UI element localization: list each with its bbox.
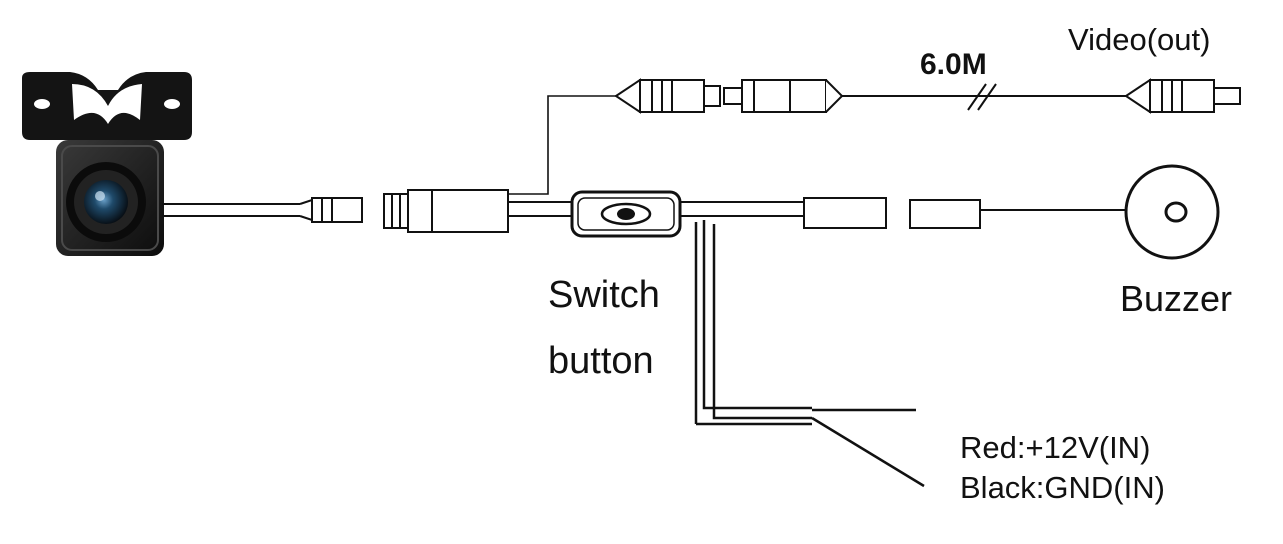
cable-length-label: 6.0M bbox=[920, 48, 987, 81]
power-label: Red:+12V(IN) Black:GND(IN) bbox=[960, 428, 1165, 508]
buzzer-connectors bbox=[803, 197, 1130, 229]
power-black-label: Black:GND(IN) bbox=[960, 470, 1165, 505]
switch-label-line2: button bbox=[548, 340, 654, 382]
switch-button-label: Switch button bbox=[548, 262, 660, 394]
power-wires bbox=[694, 220, 925, 488]
switch-label-line1: Switch bbox=[548, 274, 660, 316]
rca-connector-icon bbox=[614, 78, 1241, 114]
buzzer-icon bbox=[1124, 164, 1220, 260]
video-out-label: Video(out) bbox=[1068, 22, 1211, 57]
mounting-bracket-icon bbox=[22, 72, 192, 150]
switch-button-icon bbox=[570, 190, 682, 238]
main-connector bbox=[383, 189, 509, 233]
camera-cable bbox=[162, 197, 363, 223]
buzzer-label: Buzzer bbox=[1120, 278, 1233, 319]
video-extension-cable bbox=[842, 83, 1126, 111]
video-branch-wire bbox=[508, 95, 616, 195]
camera-icon bbox=[22, 72, 192, 256]
power-red-label: Red:+12V(IN) bbox=[960, 430, 1151, 465]
